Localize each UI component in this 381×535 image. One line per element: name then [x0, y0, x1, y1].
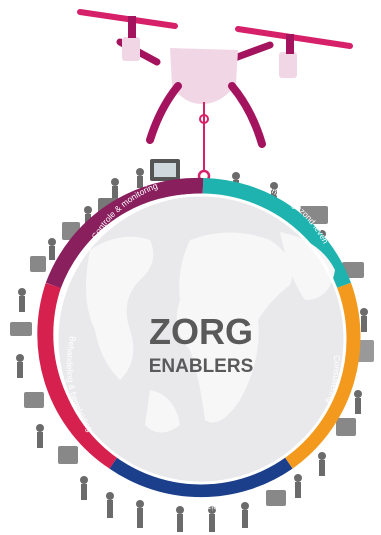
drone-left-motor — [122, 37, 140, 61]
svg-text:Diagnose: Diagnose — [182, 501, 220, 512]
globe-land-europe-africa — [176, 232, 293, 423]
label-diagnose: Diagnose — [182, 501, 220, 512]
drone-left-rotor — [77, 9, 178, 29]
drone-illustration — [77, 9, 353, 183]
drone-left-mast — [128, 16, 136, 38]
center-title-line2: ENABLERS — [149, 356, 254, 377]
segment-preventie-gezond-leven — [202, 178, 351, 289]
drone-left-leg — [146, 82, 182, 144]
drone-right-motor — [279, 52, 297, 78]
drone-body — [170, 48, 238, 104]
drone-right-leg — [228, 82, 266, 148]
globe-land-south — [145, 390, 180, 433]
drone-right-mast — [286, 34, 294, 54]
globe-land-americas — [86, 236, 154, 380]
segment-controle-monitoring — [45, 177, 204, 289]
segment-behandeling-begeleiding — [37, 282, 119, 469]
center-title-line1: ZORG — [149, 311, 253, 352]
segment-diagnose — [109, 455, 293, 498]
segment-consultering — [283, 282, 361, 469]
enabler-ring — [37, 177, 361, 498]
drone-tether-ring-top — [199, 114, 209, 124]
globe — [55, 193, 347, 485]
globe-land-asia — [280, 232, 335, 300]
